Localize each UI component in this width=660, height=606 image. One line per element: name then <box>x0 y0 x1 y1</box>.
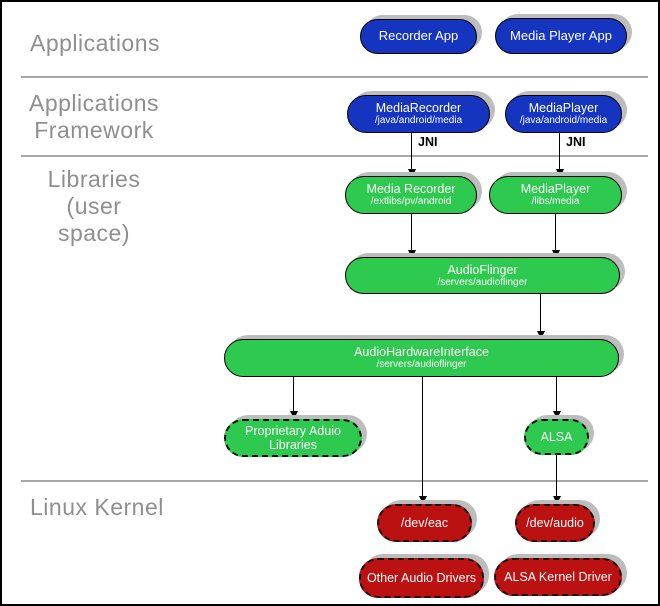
node-recorder-app: Recorder App <box>360 19 477 54</box>
layer-label-applications: Applications <box>30 30 161 56</box>
arrow-ahi-to-proprietary <box>289 377 298 419</box>
arrow-mediaplayerlib-to-audioflinger <box>551 214 560 258</box>
node-mediaplayer-lib-path: /libs/media <box>531 196 580 208</box>
divider-framework-libraries <box>21 155 648 157</box>
layer-label-libraries: Libraries (user space) <box>47 166 141 246</box>
node-audio-hardware-interface-path: /servers/audioflinger <box>376 359 467 371</box>
node-mediaplayer-lib: MediaPlayer /libs/media <box>489 176 622 214</box>
node-proprietary-audio-libraries: Proprietary Aduio Libraries <box>224 419 362 457</box>
node-dev-audio-title: /dev/audio <box>526 515 584 530</box>
node-mediarecorder-framework-title: MediaRecorder <box>375 101 462 116</box>
node-mediaplayer-framework-title: MediaPlayer <box>528 101 599 116</box>
arrow-mediarecorder-to-lib <box>407 133 416 177</box>
arrow-mediarecorderlib-to-audioflinger <box>407 214 416 258</box>
node-other-audio-drivers: Other Audio Drivers <box>359 558 484 598</box>
node-dev-audio: /dev/audio <box>515 504 595 542</box>
arrow-ahi-to-alsa <box>552 377 561 419</box>
node-mediaplayer-lib-title: MediaPlayer <box>520 182 591 197</box>
node-alsa-kernel-driver: ALSA Kernel Driver <box>494 558 622 596</box>
arrow-ahi-to-dev-eac <box>418 377 427 504</box>
layer-label-applications-framework: Applications Framework <box>28 90 160 143</box>
node-media-recorder-lib-path: /extlibs/pv/android <box>370 196 452 208</box>
layer-label-linux-kernel: Linux Kernel <box>30 494 164 520</box>
node-alsa: ALSA <box>524 419 589 455</box>
node-media-player-app: Media Player App <box>495 18 627 54</box>
node-mediarecorder-framework: MediaRecorder /java/android/media <box>347 95 490 133</box>
node-dev-eac: /dev/eac <box>377 504 472 542</box>
node-mediaplayer-framework-path: /java/android/media <box>519 115 608 127</box>
node-proprietary-audio-libraries-title: Proprietary Aduio Libraries <box>245 423 341 452</box>
arrow-alsa-to-dev-audio <box>552 455 561 504</box>
node-audio-hardware-interface-title: AudioHardwareInterface <box>354 345 489 360</box>
node-dev-eac-title: /dev/eac <box>400 515 449 530</box>
arrow-audioflinger-to-ahi <box>536 294 545 339</box>
jni-label-left: JNI <box>418 135 438 149</box>
node-other-audio-drivers-title: Other Audio Drivers <box>366 570 477 585</box>
node-mediarecorder-framework-path: /java/android/media <box>374 115 463 127</box>
node-audioflinger-title: AudioFlinger <box>447 262 518 277</box>
node-media-recorder-lib: Media Recorder /extlibs/pv/android <box>345 176 477 214</box>
node-alsa-kernel-driver-title: ALSA Kernel Driver <box>504 569 612 584</box>
node-alsa-title: ALSA <box>540 429 573 444</box>
node-media-player-app-title: Media Player App <box>510 27 612 43</box>
node-audioflinger: AudioFlinger /servers/audioflinger <box>345 257 620 294</box>
node-recorder-app-title: Recorder App <box>378 28 459 44</box>
node-media-recorder-lib-title: Media Recorder <box>366 182 456 197</box>
arrow-mediaplayer-to-lib <box>555 133 564 177</box>
node-mediaplayer-framework: MediaPlayer /java/android/media <box>505 95 622 133</box>
divider-libraries-kernel <box>21 480 648 482</box>
jni-label-right: JNI <box>566 135 586 149</box>
node-audioflinger-path: /servers/audioflinger <box>437 276 528 288</box>
divider-applications-framework <box>21 76 648 78</box>
node-audio-hardware-interface: AudioHardwareInterface /servers/audiofli… <box>224 339 619 377</box>
